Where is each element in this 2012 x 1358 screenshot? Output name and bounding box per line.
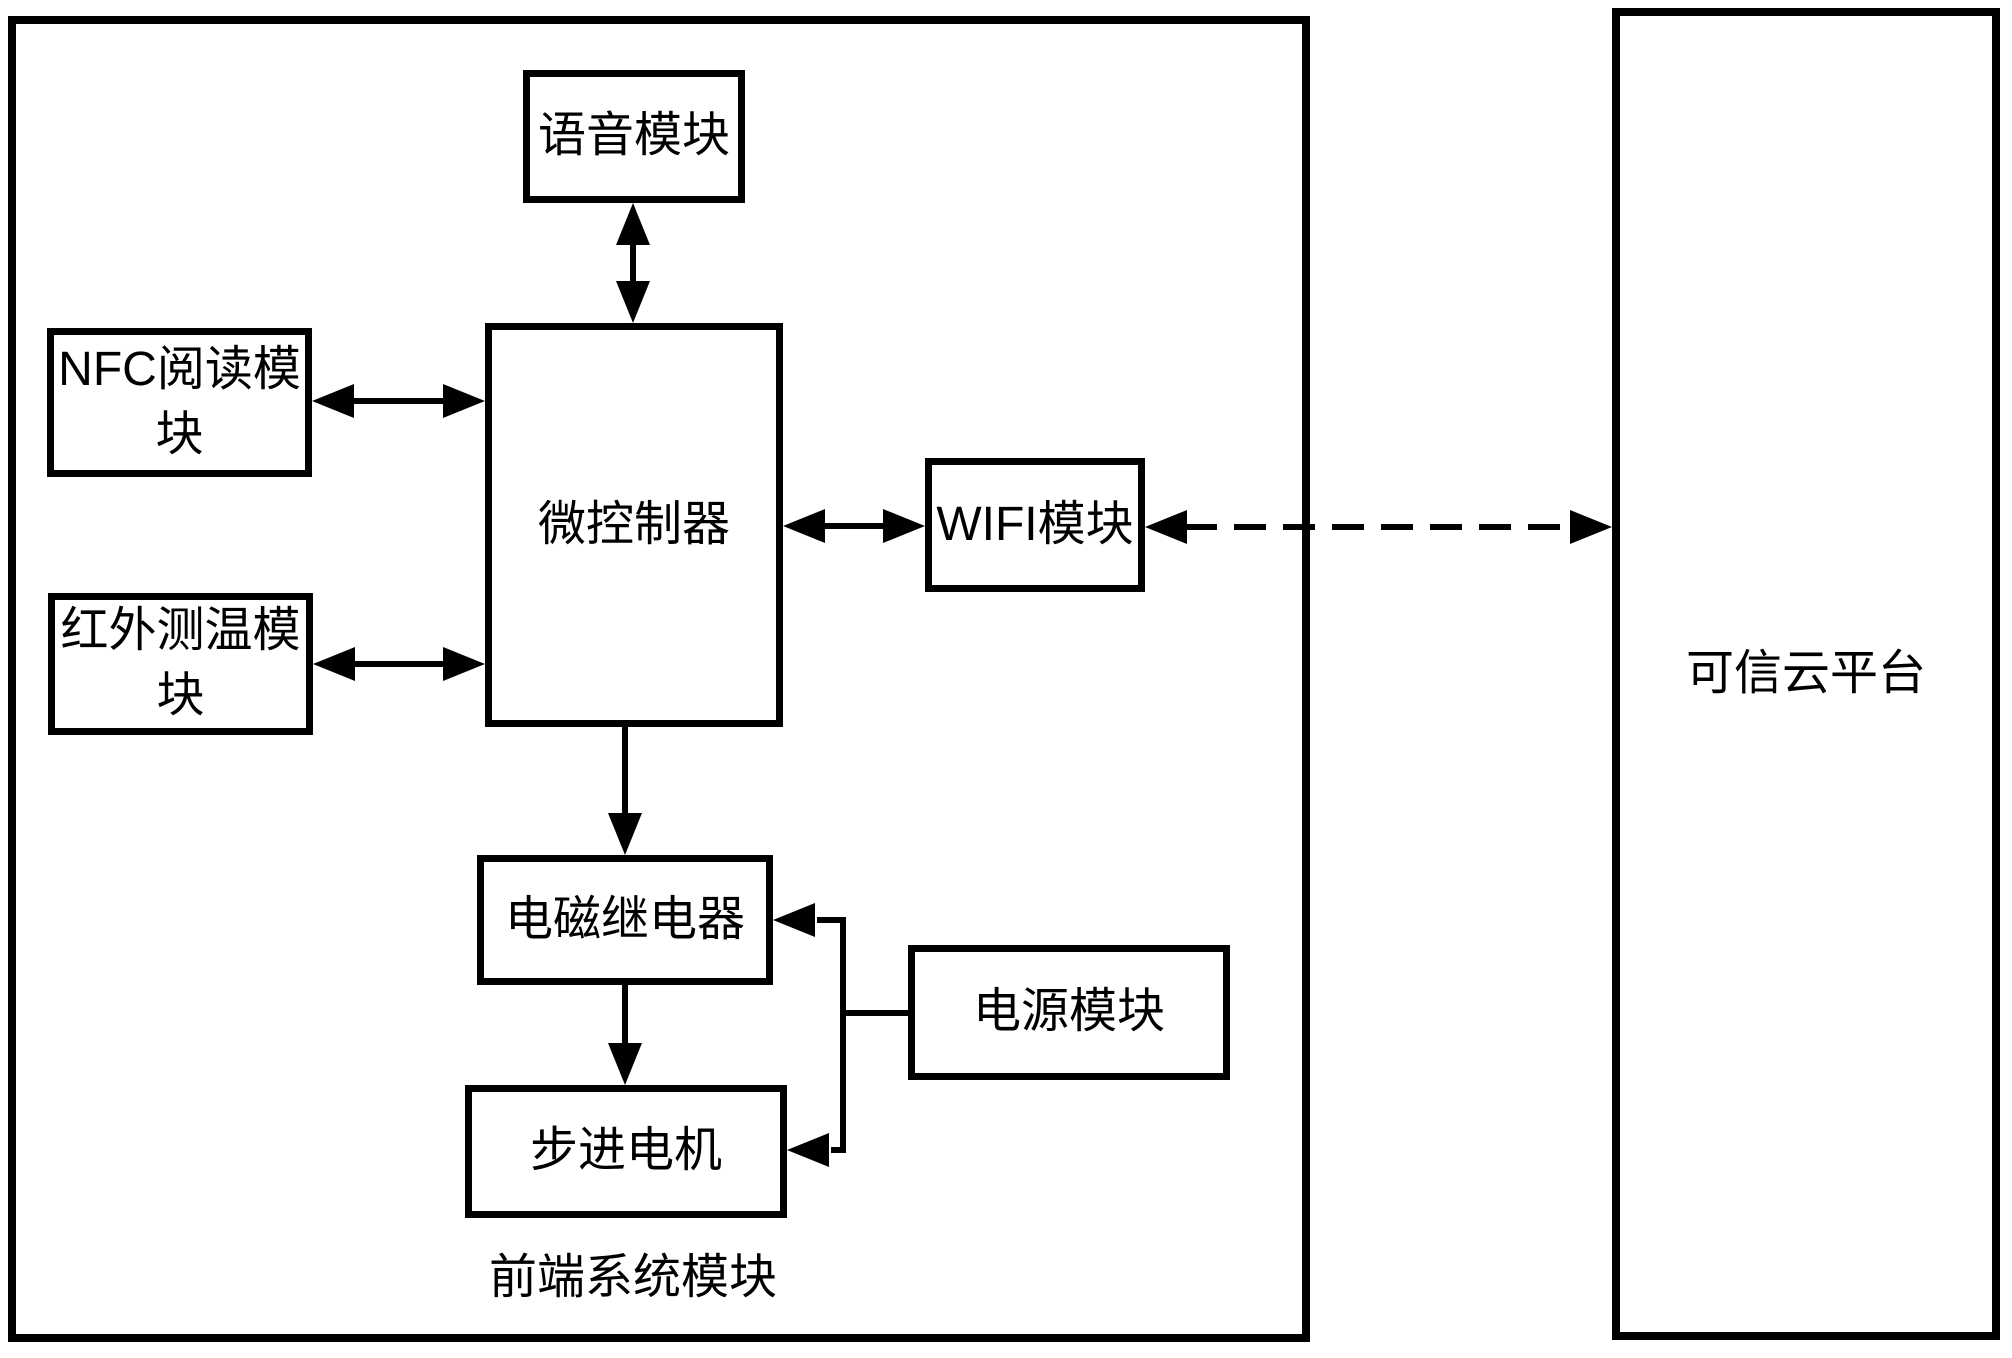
mcu-label: 微控制器 <box>537 497 730 551</box>
nfc-reader-module-label: NFC阅读模块 <box>58 342 301 461</box>
relay-box: 电磁继电器 <box>477 855 773 985</box>
infrared-temp-module-label: 红外测温模块 <box>60 604 301 722</box>
frontend-system-label: 前端系统模块 <box>488 1251 777 1304</box>
voice-module-box: 语音模块 <box>523 70 745 203</box>
relay-label: 电磁继电器 <box>504 892 745 946</box>
power-module-label: 电源模块 <box>972 985 1165 1039</box>
cloud-platform-label: 可信云平台 <box>1685 646 1926 700</box>
stepper-motor-label: 步进电机 <box>529 1124 722 1178</box>
wifi-module-label: WIFI模块 <box>936 497 1134 551</box>
voice-module-label: 语音模块 <box>537 109 730 163</box>
infrared-temp-module-box: 红外测温模块 <box>48 593 313 735</box>
stepper-motor-box: 步进电机 <box>465 1085 787 1218</box>
mcu-box: 微控制器 <box>485 323 783 727</box>
cloud-platform-box: 可信云平台 <box>1612 8 2000 1340</box>
nfc-reader-module-box: NFC阅读模块 <box>47 328 312 477</box>
wifi-module-box: WIFI模块 <box>925 458 1145 592</box>
frontend-system-frame <box>8 16 1310 1342</box>
power-module-box: 电源模块 <box>908 945 1230 1080</box>
